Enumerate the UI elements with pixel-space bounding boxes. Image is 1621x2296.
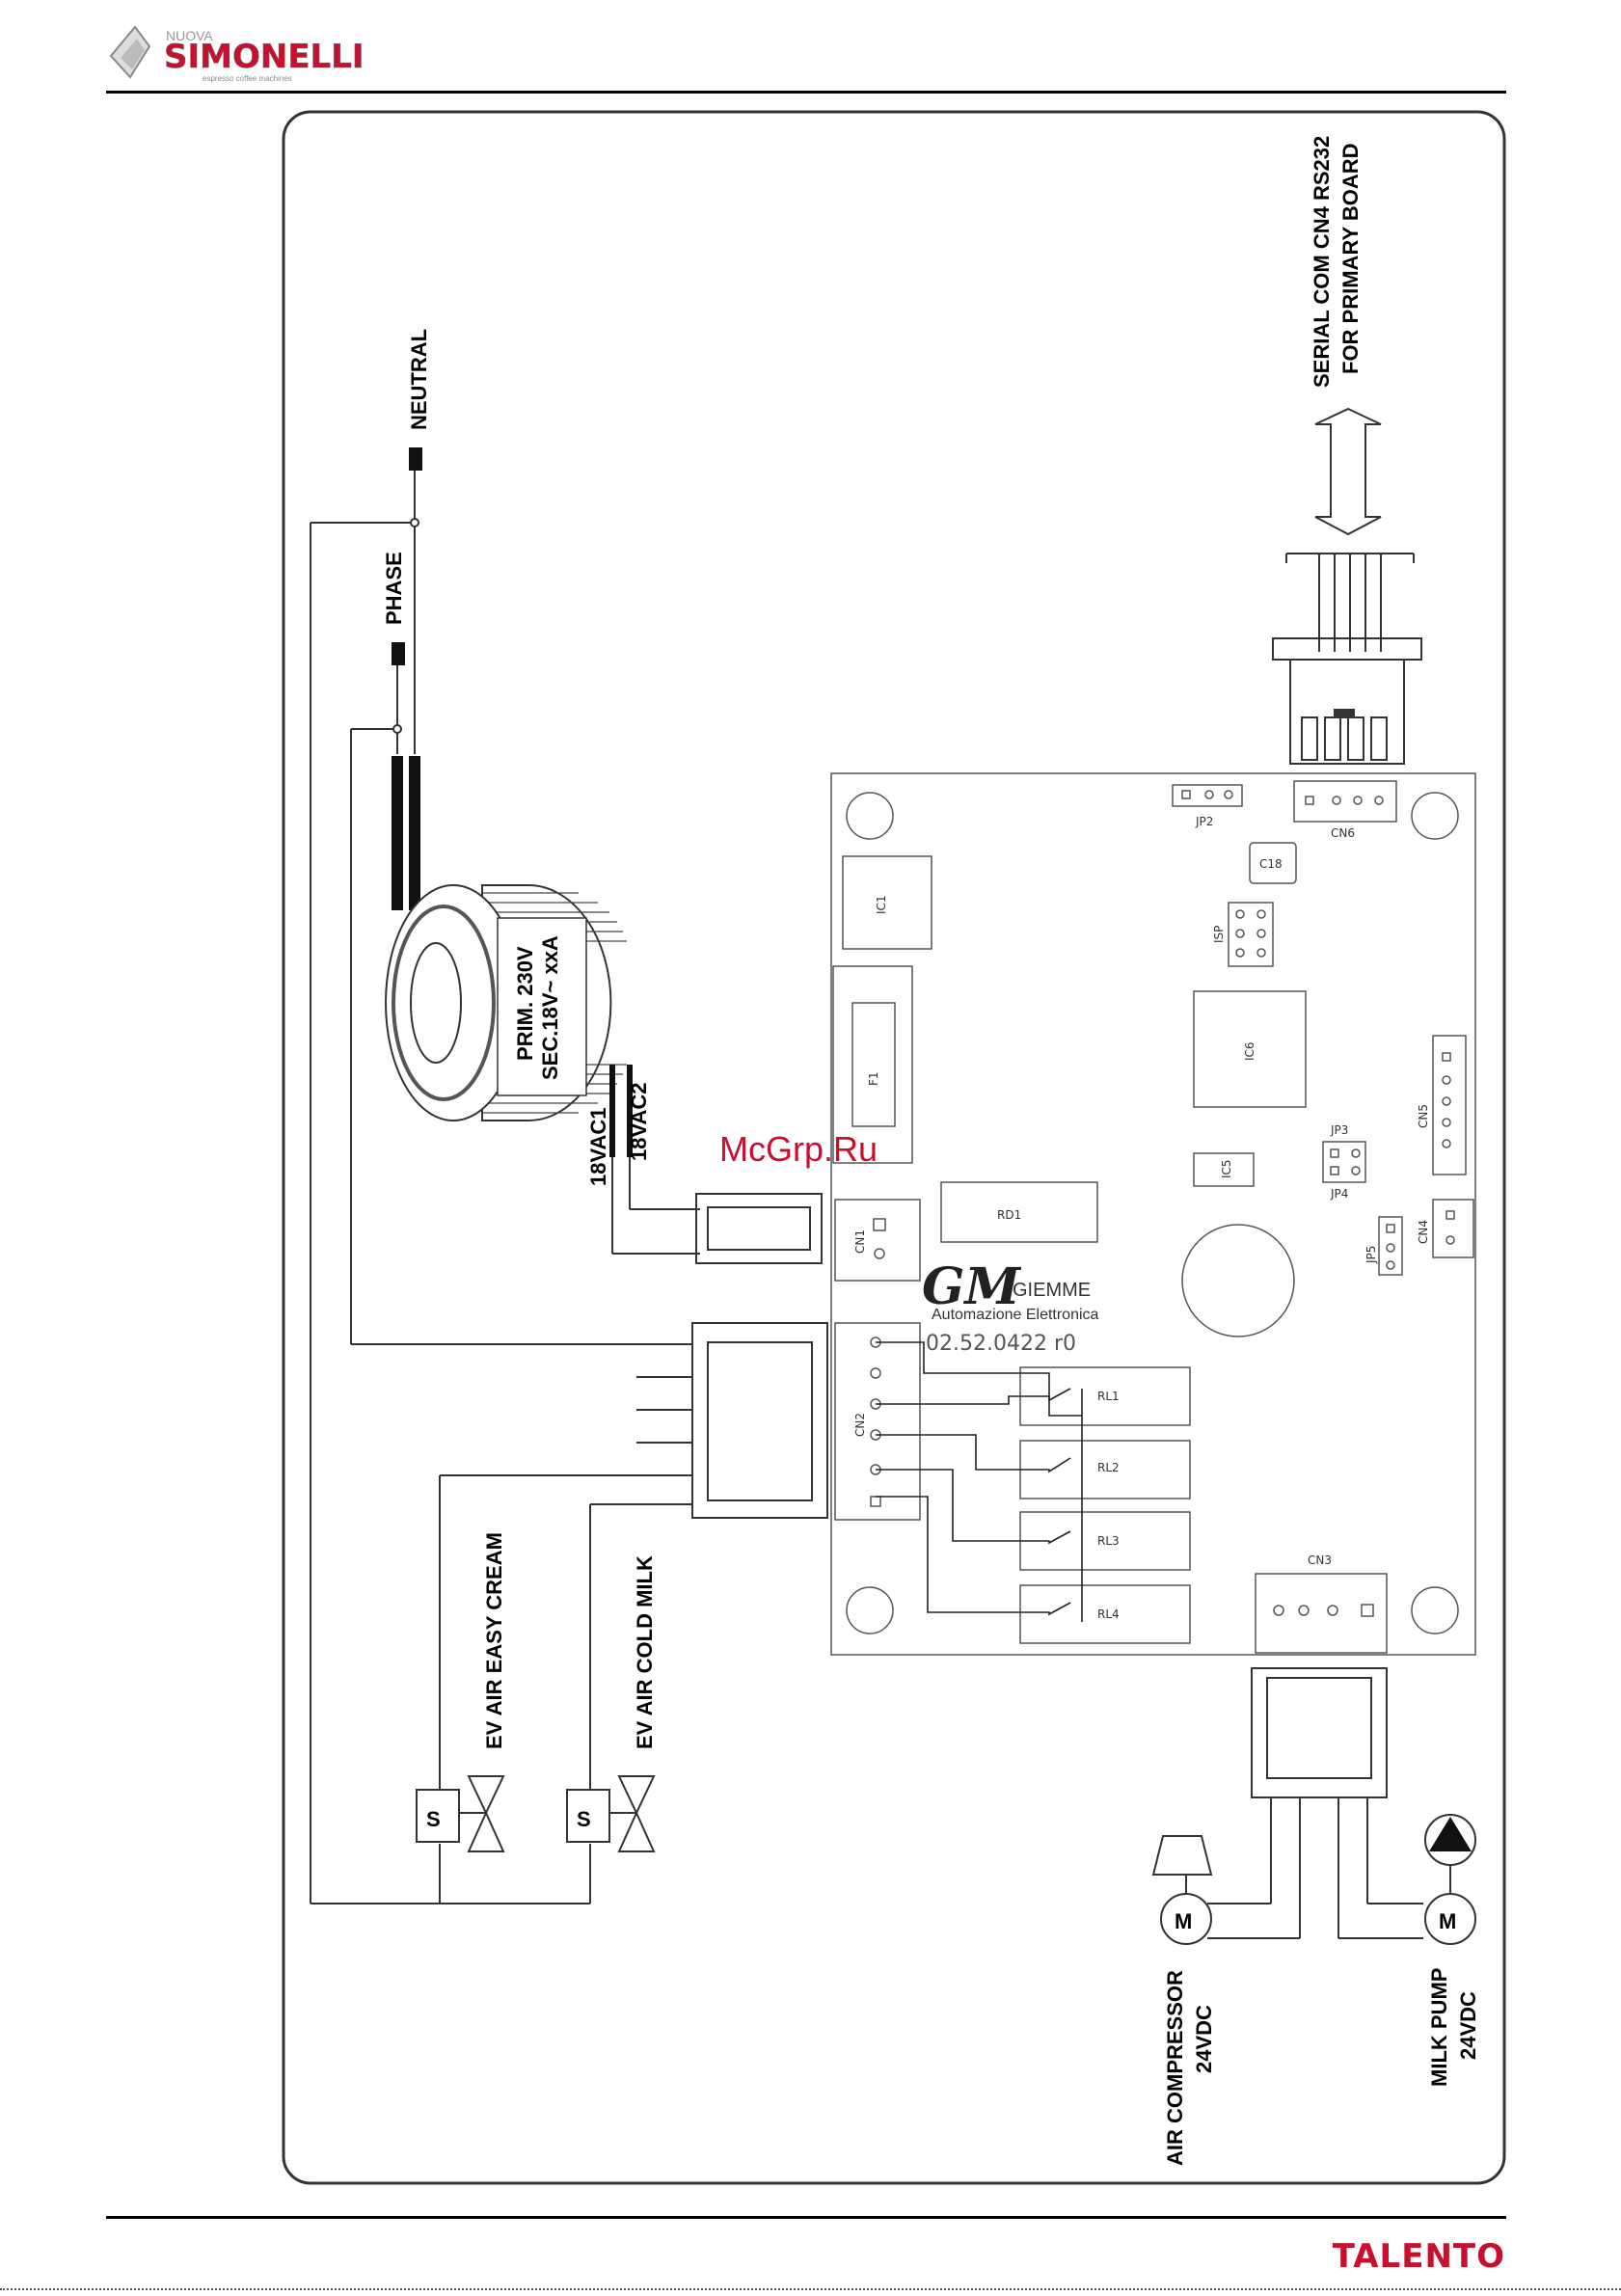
rl4-label: RL4 bbox=[1097, 1607, 1120, 1621]
cn1-plug bbox=[695, 1193, 823, 1264]
jp3-label: JP3 bbox=[1330, 1123, 1348, 1137]
jp2-label: JP2 bbox=[1195, 815, 1213, 828]
watermark: McGrp.Ru bbox=[719, 1129, 878, 1169]
serial-cable-connector bbox=[1272, 553, 1422, 765]
jp5-label: JP5 bbox=[1364, 1246, 1378, 1264]
valve2-label: EV AIR COLD MILK bbox=[633, 1555, 657, 1749]
cn3-plug bbox=[1207, 1667, 1423, 1939]
c18-label: C18 bbox=[1259, 857, 1283, 871]
phase-junction bbox=[392, 724, 402, 734]
giemme-name: GIEMME bbox=[1013, 1280, 1091, 1301]
valve1-symbol: S bbox=[426, 1807, 441, 1831]
pump-label-line2: 24VDC bbox=[1456, 1991, 1480, 2060]
phase-terminal bbox=[392, 642, 405, 665]
diagram-frame bbox=[282, 110, 1506, 2185]
compressor-label-line1: AIR COMPRESSOR bbox=[1163, 1970, 1187, 2166]
jp4-label: JP4 bbox=[1330, 1187, 1348, 1201]
transformer-secondary-label: SEC.18V~ xxA bbox=[538, 935, 562, 1080]
vac1-label: 18VAC1 bbox=[586, 1107, 610, 1186]
footer-rule bbox=[106, 2216, 1506, 2219]
control-board bbox=[830, 772, 1476, 1656]
transformer-primary-label: PRIM. 230V bbox=[513, 946, 537, 1061]
serial-label-line2: FOR PRIMARY BOARD bbox=[1338, 143, 1363, 374]
rd1-label: RD1 bbox=[997, 1208, 1021, 1222]
pump-icon bbox=[1424, 1814, 1476, 1894]
logo-small-text: NUOVA bbox=[166, 28, 213, 43]
cn6-label: CN6 bbox=[1331, 826, 1355, 840]
footer-product-name: TALENTO bbox=[1332, 2237, 1505, 2276]
serial-arrow-icon bbox=[1314, 407, 1382, 536]
valve1-label: EV AIR EASY CREAM bbox=[482, 1532, 506, 1749]
giemme-logo: GM bbox=[922, 1257, 1021, 1316]
power-wiring bbox=[310, 449, 692, 1904]
neutral-junction bbox=[410, 518, 419, 527]
header-rule bbox=[106, 91, 1506, 94]
pump-label-line1: MILK PUMP bbox=[1427, 1968, 1451, 2087]
logo-brand: SIMONELLI bbox=[164, 38, 365, 76]
cn4-label: CN4 bbox=[1417, 1220, 1430, 1244]
secondary-leads bbox=[609, 1065, 700, 1255]
cn2-plug bbox=[439, 1322, 828, 1904]
air-compressor-icon bbox=[1151, 1835, 1213, 1894]
rl1-label: RL1 bbox=[1097, 1390, 1120, 1403]
page-edge bbox=[0, 2288, 1621, 2293]
valve-cold-milk bbox=[566, 1775, 656, 1852]
compressor-label-line2: 24VDC bbox=[1192, 2005, 1216, 2073]
rl3-label: RL3 bbox=[1097, 1534, 1120, 1548]
cn3-label: CN3 bbox=[1308, 1553, 1332, 1567]
ic5-label: IC5 bbox=[1220, 1159, 1233, 1178]
rl2-label: RL2 bbox=[1097, 1461, 1120, 1474]
neutral-label: NEUTRAL bbox=[407, 329, 431, 430]
compressor-motor-symbol: M bbox=[1175, 1909, 1192, 1933]
ic1-label: IC1 bbox=[875, 895, 888, 914]
logo-emblem-icon bbox=[109, 25, 151, 79]
cn1-label: CN1 bbox=[853, 1229, 867, 1254]
vac2-label: 18VAC2 bbox=[627, 1082, 651, 1161]
logo-tagline: espresso coffee machines bbox=[203, 74, 292, 83]
valve2-symbol: S bbox=[577, 1807, 591, 1831]
serial-label-line1: SERIAL COM CN4 RS232 bbox=[1310, 136, 1334, 388]
isp-label: ISP bbox=[1212, 926, 1226, 943]
phase-label: PHASE bbox=[382, 552, 406, 625]
ic6-label: IC6 bbox=[1243, 1041, 1256, 1061]
valve-easy-cream bbox=[416, 1775, 505, 1852]
simonelli-logo: NUOVA SIMONELLI espresso coffee machines bbox=[109, 25, 365, 83]
cn2-label: CN2 bbox=[853, 1413, 867, 1437]
cn5-label: CN5 bbox=[1417, 1104, 1430, 1128]
giemme-subtitle: Automazione Elettronica bbox=[932, 1307, 1099, 1323]
neutral-terminal bbox=[409, 447, 422, 471]
relay-wiring bbox=[876, 1341, 1083, 1622]
f1-label: F1 bbox=[867, 1071, 880, 1086]
pump-motor-symbol: M bbox=[1439, 1909, 1456, 1933]
transformer bbox=[385, 756, 627, 1121]
part-number: 02.52.0422 r0 bbox=[926, 1332, 1076, 1356]
